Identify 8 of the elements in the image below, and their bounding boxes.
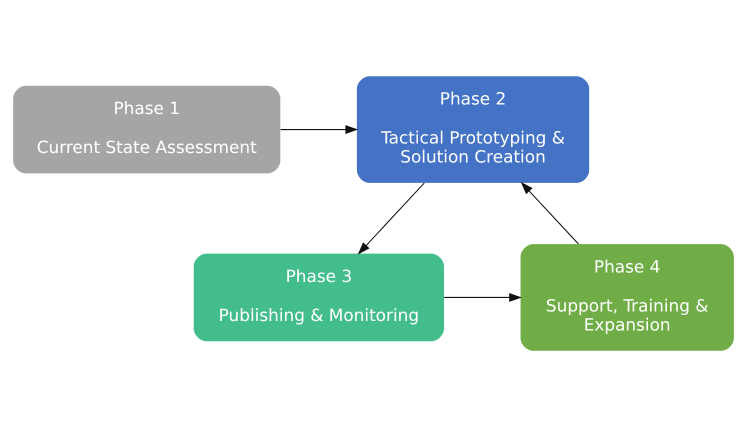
arrow bbox=[520, 181, 579, 244]
node-box: Phase 1 Current State Assessment bbox=[13, 85, 280, 173]
node-box: Phase 2 Tactical Prototyping & Solution Creation bbox=[356, 76, 590, 182]
arrow bbox=[444, 292, 522, 302]
arrow bbox=[280, 124, 358, 134]
arrow bbox=[358, 182, 425, 254]
node-box: Phase 3 Publishing & Monitoring bbox=[194, 253, 444, 341]
node-box: Phase 4 Support, Training & Expansion bbox=[520, 244, 734, 350]
